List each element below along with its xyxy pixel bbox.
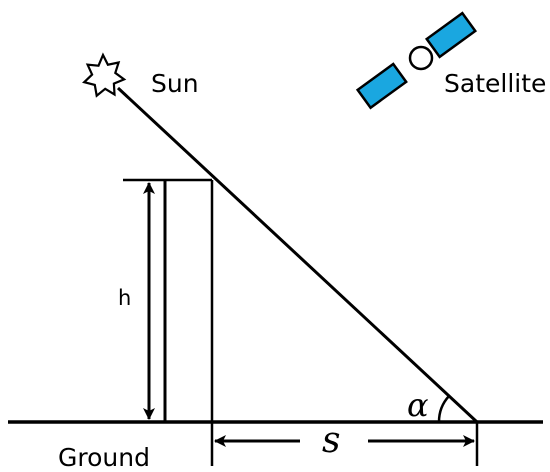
sun-ray-line [116, 86, 479, 424]
angle-arc [437, 395, 450, 423]
height-label: h [118, 286, 131, 310]
ground-label: Ground [58, 443, 150, 472]
satellite-icon [355, 11, 478, 110]
shadow-length-label: s [322, 420, 340, 461]
angle-label: α [407, 386, 429, 424]
sun-label: Sun [151, 69, 199, 98]
sun-icon [82, 52, 127, 98]
satellite-label: Satellite [444, 69, 546, 98]
